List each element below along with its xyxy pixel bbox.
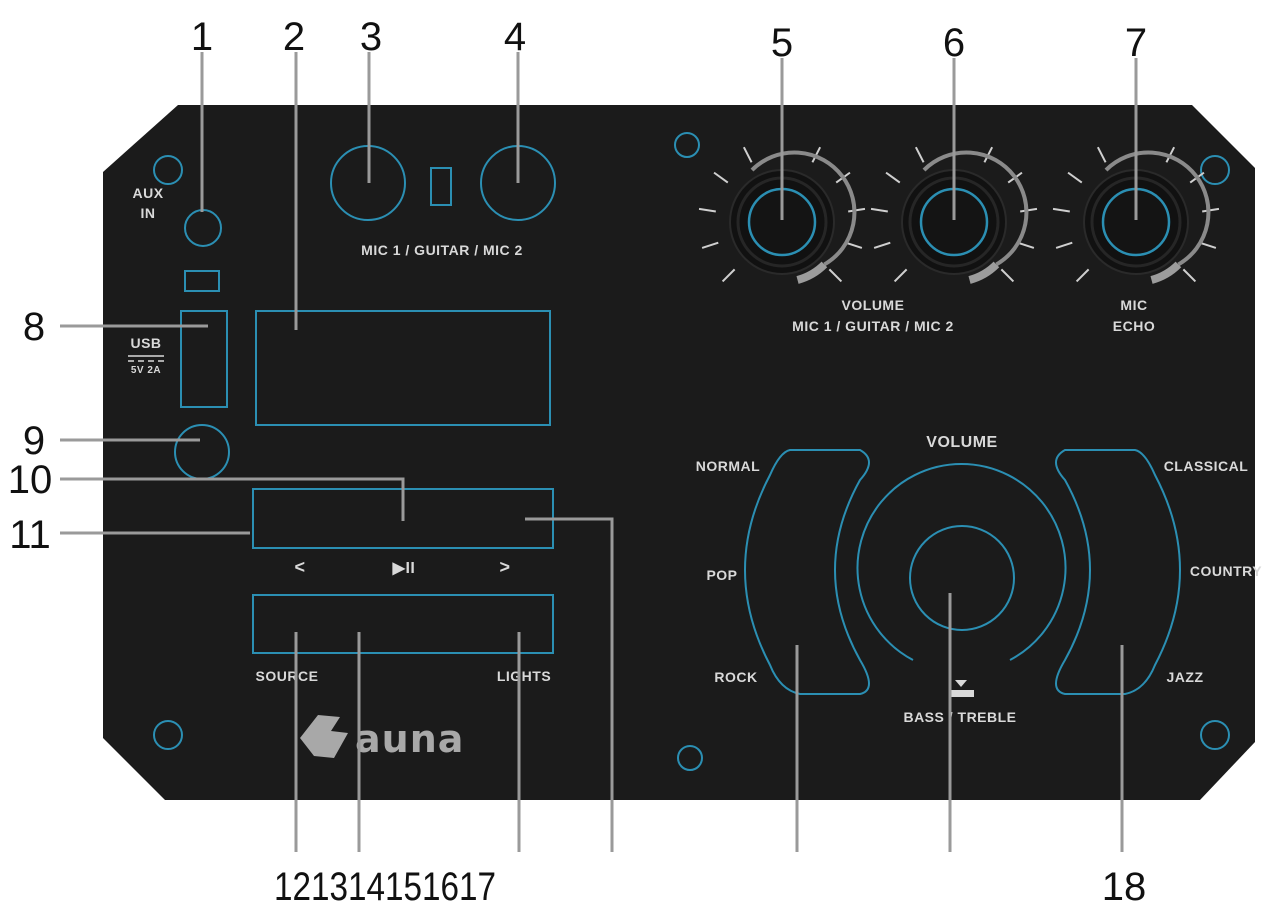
bass-treble-button[interactable] — [909, 525, 1015, 631]
bass-treble-label: BASS / TREBLE — [903, 709, 1016, 725]
mic-echo-knob-tick — [1055, 241, 1073, 249]
mic-echo-knob-tick — [1202, 207, 1220, 213]
aux-label-line1: AUX — [132, 185, 163, 201]
screw-hole-bottom-mid — [677, 745, 703, 771]
mic-echo-knob-scale-arc — [1104, 150, 1211, 267]
volume-knob-mic1-tick — [713, 171, 729, 184]
volume-knob-mic1-tick — [742, 146, 753, 163]
volume-wheel-label: VOLUME — [926, 434, 997, 451]
volume-knob-mic1[interactable] — [698, 138, 866, 284]
mic-echo-label-line1: MIC — [1120, 297, 1147, 313]
aux-label-line2: IN — [141, 205, 156, 221]
volume-knob-guitar-tick — [870, 207, 888, 213]
screw-hole-bottom-left — [153, 720, 183, 750]
callout-7: 7 — [1125, 21, 1147, 65]
volume-knob-mic1-tick — [828, 268, 843, 283]
volume-knob-guitar-scale-arc — [922, 150, 1029, 267]
usb-led — [184, 270, 220, 292]
volume-knob-guitar-tick — [914, 146, 925, 163]
bass-treble-icon — [950, 680, 974, 697]
input-switch[interactable] — [430, 167, 452, 206]
callout-5: 5 — [771, 21, 793, 65]
leader-lines — [60, 52, 1138, 852]
mic-echo-knob-tick — [1075, 268, 1090, 283]
mic-echo-knob-tick — [1067, 171, 1083, 184]
volume-knob-guitar-tick — [1017, 241, 1035, 249]
brand-logo: auna — [300, 715, 464, 761]
callout-10: 10 — [8, 458, 53, 502]
eq-left-touch-strip[interactable] — [744, 449, 870, 695]
mic-echo-knob-tick — [1182, 268, 1197, 283]
mic-echo-knob-tick — [1096, 146, 1107, 163]
eq-normal-label: NORMAL — [696, 458, 760, 474]
callout-3: 3 — [360, 15, 382, 59]
prev-icon: < — [294, 557, 305, 577]
callout-6: 6 — [943, 21, 965, 65]
callout-4: 4 — [504, 15, 526, 59]
volume-knob-mic1-tick — [701, 241, 719, 249]
eq-pop-label: POP — [706, 567, 737, 583]
screw-hole-top-right — [1200, 155, 1230, 185]
panel-body — [103, 105, 1255, 800]
volume-knobs-label-line2: MIC 1 / GUITAR / MIC 2 — [792, 318, 954, 334]
volume-knob-guitar-tick — [885, 171, 901, 184]
volume-knob-mic1-tick — [698, 207, 716, 213]
play-pause-icon: ▶II — [392, 560, 416, 577]
usb-port[interactable] — [180, 310, 228, 408]
display-window — [255, 310, 551, 426]
volume-knob-guitar-tick — [873, 241, 891, 249]
callout-2: 2 — [283, 15, 305, 59]
screw-hole-top-mid — [674, 132, 700, 158]
screw-hole-top-left — [153, 155, 183, 185]
usb-label: USB — [130, 335, 161, 351]
mic-inputs-label: MIC 1 / GUITAR / MIC 2 — [361, 242, 523, 258]
eq-classical-label: CLASSICAL — [1164, 458, 1249, 474]
mic-echo-knob-tick — [1052, 207, 1070, 213]
volume-knob-guitar-tick — [893, 268, 908, 283]
volume-knob-guitar-tick — [1000, 268, 1015, 283]
volume-knob-mic1-tick — [721, 268, 736, 283]
mic-echo-knob[interactable] — [1052, 138, 1220, 284]
volume-knob-guitar-tick — [1020, 207, 1038, 213]
eq-right-touch-strip[interactable] — [1055, 449, 1181, 695]
eq-jazz-label: JAZZ — [1167, 669, 1204, 685]
next-icon: > — [499, 557, 510, 577]
volume-knob-mic1-tick — [848, 207, 866, 213]
eq-country-label: COUNTRY — [1190, 563, 1262, 579]
callout-1: 1 — [191, 15, 213, 59]
mic-echo-label-line2: ECHO — [1113, 318, 1155, 334]
volume-knob-mic1-tick — [845, 241, 863, 249]
volume-knob-guitar-scale-arc-end — [968, 261, 1000, 284]
volume-wheel-ring[interactable] — [856, 463, 1067, 661]
usb-rating-label: 5V 2A — [131, 365, 161, 376]
volume-knob-mic1-scale-arc-end — [796, 261, 828, 284]
callout-18: 18 — [1102, 865, 1147, 909]
mic-echo-knob-scale-arc-end — [1150, 261, 1182, 284]
brand-wordmark: auna — [355, 717, 464, 761]
source-label: SOURCE — [256, 668, 319, 684]
callout-8: 8 — [23, 305, 45, 349]
callout-12-17: 121314151617 — [274, 865, 496, 909]
callout-9: 9 — [23, 419, 45, 463]
callout-11: 11 — [9, 513, 51, 557]
lights-label: LIGHTS — [497, 668, 551, 684]
volume-knobs-label-line1: VOLUME — [842, 297, 905, 313]
source-lights-button-bar[interactable] — [252, 594, 554, 654]
screw-hole-bottom-right — [1200, 720, 1230, 750]
brand-logo-mark — [300, 715, 348, 758]
mic-echo-knob-tick — [1199, 241, 1217, 249]
volume-knob-mic1-scale-arc — [750, 150, 857, 267]
eq-rock-label: ROCK — [714, 669, 757, 685]
